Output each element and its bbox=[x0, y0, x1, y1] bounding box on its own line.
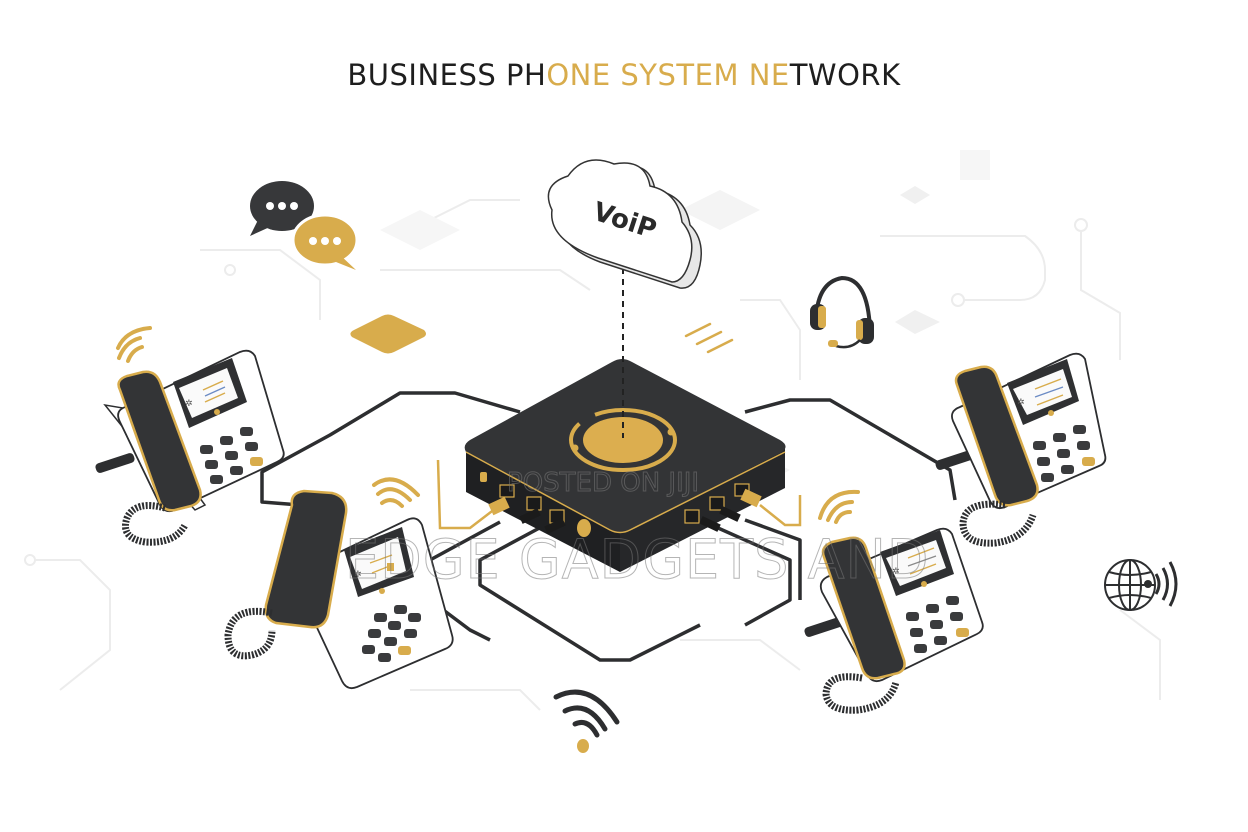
background-circuit-lines bbox=[24, 199, 1161, 711]
chat-bubble-gold-icon bbox=[291, 213, 359, 270]
background-tiles bbox=[380, 150, 990, 334]
signal-icon-phone-left-bottom bbox=[372, 477, 420, 508]
title-part-2: ONE SYSTEM NE bbox=[546, 58, 790, 92]
wifi-icon bbox=[553, 689, 620, 753]
gold-tile-icon bbox=[350, 314, 426, 354]
desk-phone-right-top: ✲ bbox=[935, 352, 1107, 547]
svg-text:✲: ✲ bbox=[354, 570, 362, 580]
voip-hub bbox=[464, 359, 786, 572]
headset-icon bbox=[810, 275, 874, 349]
svg-text:✲: ✲ bbox=[1017, 398, 1025, 408]
gold-lines-icon bbox=[684, 322, 734, 354]
page-title: BUSINESS PHONE SYSTEM NETWORK bbox=[0, 58, 1248, 92]
svg-text:✲: ✲ bbox=[185, 399, 193, 409]
voip-cloud: VoiP bbox=[547, 159, 702, 289]
title-part-1: BUSINESS PH bbox=[347, 58, 547, 92]
svg-text:✲: ✲ bbox=[892, 567, 900, 577]
title-part-3: TWORK bbox=[789, 58, 901, 92]
chat-bubble-dark-icon bbox=[250, 181, 314, 236]
signal-icon-phone-left-top bbox=[116, 326, 152, 363]
globe-signal-icon bbox=[1104, 559, 1178, 611]
desk-phone-left-bottom: ✲ bbox=[224, 489, 454, 690]
watermark-line-1: POSTED ON JIJI bbox=[506, 468, 700, 499]
desk-phone-left-top: ✲ bbox=[95, 349, 285, 546]
gold-cables bbox=[436, 459, 802, 530]
signal-icon-phone-right-bottom bbox=[818, 489, 860, 524]
desk-phone-right-bottom: ✲ bbox=[804, 527, 984, 714]
watermark-line-2: EDGE GADGETS AND bbox=[345, 528, 930, 592]
